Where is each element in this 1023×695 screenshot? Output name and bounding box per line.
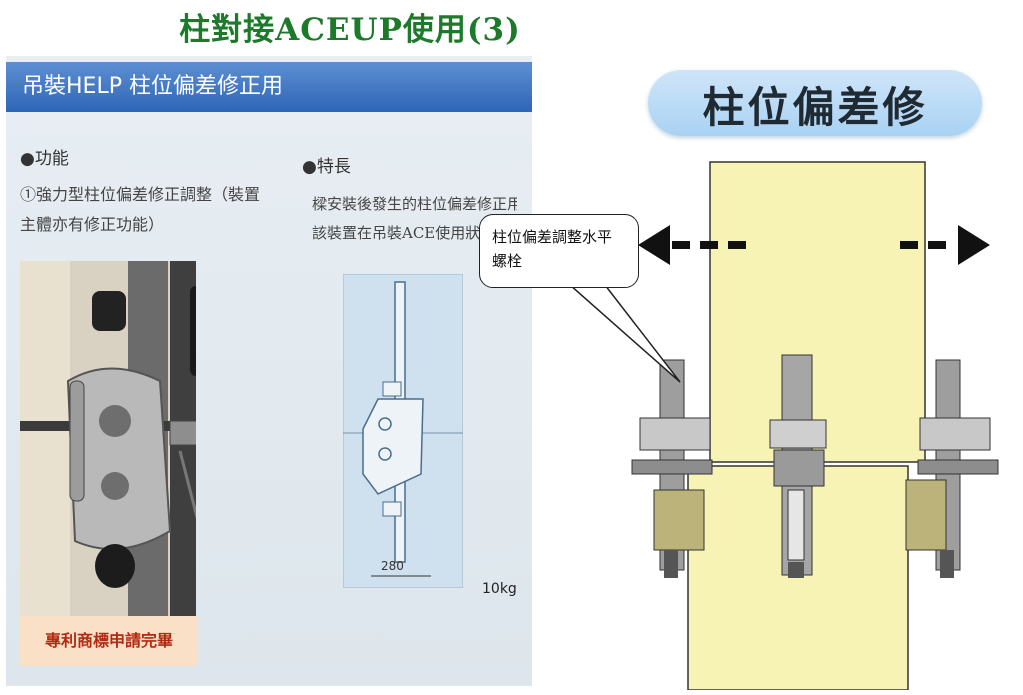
device-photo	[20, 261, 196, 616]
right-arrow-icon	[900, 225, 990, 265]
product-sheet: 吊裝HELP 柱位偏差修正用 ●功能 ①強力型柱位偏差修正調整（裝置主體亦有修正…	[6, 56, 532, 686]
right-clamp-device	[905, 359, 999, 578]
left-clamp-device	[631, 359, 713, 578]
patent-banner: 專利商標申請完畢	[20, 616, 198, 666]
center-clamp-device	[769, 354, 827, 578]
section-title: 柱位偏差修	[702, 83, 928, 132]
device-drawing: 260 280	[343, 274, 463, 588]
function-text: ①強力型柱位偏差修正調整（裝置主體亦有修正功能）	[20, 185, 261, 234]
feature-text: 樑安裝後發生的柱位偏差修正用裝置 該裝置在吊裝ACE使用狀態下可以	[312, 190, 517, 248]
dim-width-label: 280	[381, 559, 404, 573]
weight-label: 10kg	[482, 581, 517, 597]
callout-bubble: 柱位偏差調整水平螺栓	[479, 214, 639, 288]
section-title-pill	[648, 70, 982, 136]
feature-heading: ●特長	[302, 157, 351, 177]
column-correction-figure	[631, 161, 999, 690]
page-title: 柱對接ACEUP使用(3)	[179, 12, 521, 48]
feature-line-2: 該裝置在吊裝ACE使用狀態下可以	[312, 224, 517, 242]
sheet-header: 吊裝HELP 柱位偏差修正用	[6, 62, 532, 112]
left-arrow-icon	[638, 225, 746, 265]
feature-line-1: 樑安裝後發生的柱位偏差修正用裝置	[312, 195, 517, 213]
function-heading: ●功能	[20, 149, 69, 169]
callout-tail	[568, 283, 681, 383]
